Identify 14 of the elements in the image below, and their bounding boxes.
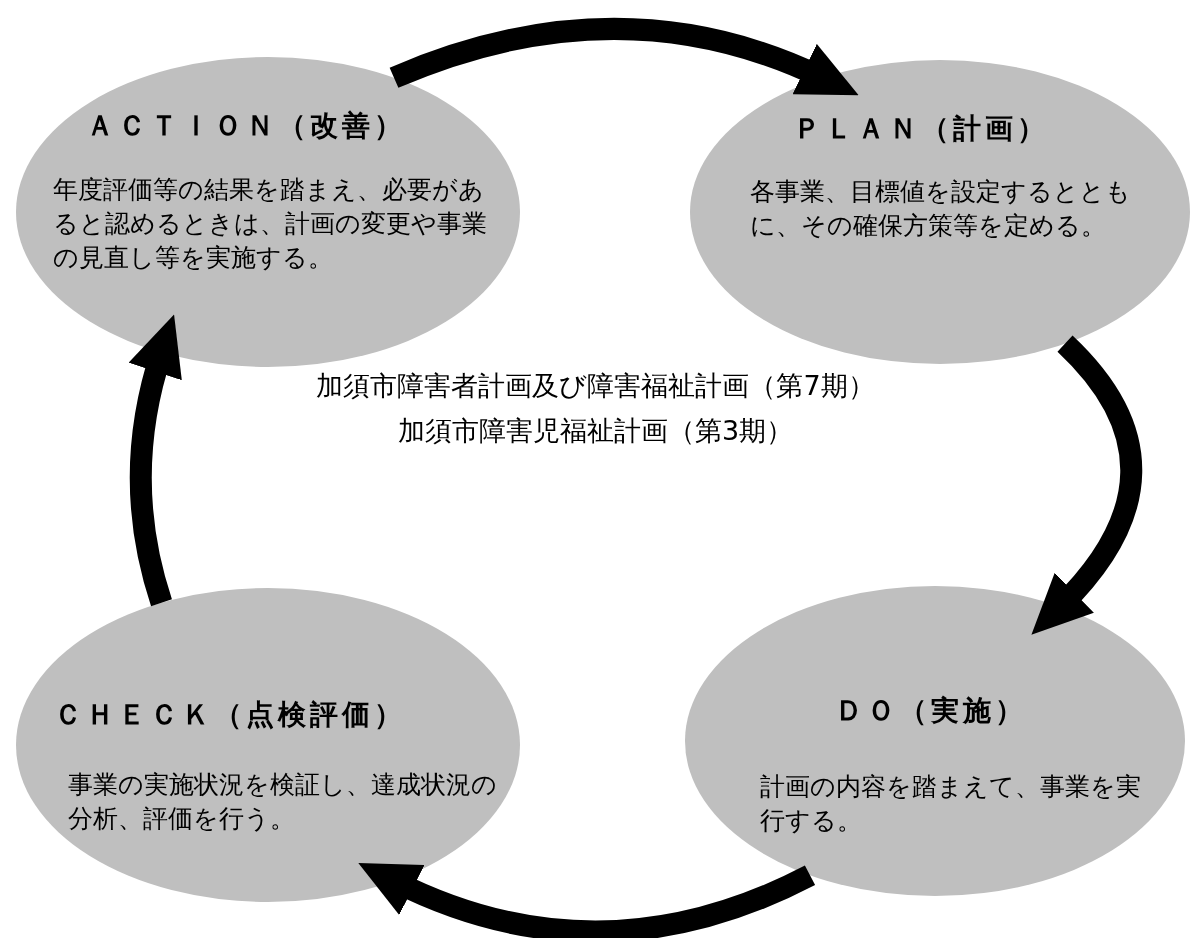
phase-description: 年度評価等の結果を踏まえ、必要があると認めるときは、計画の変更や事業の見直し等を実施する。 [53, 174, 488, 274]
phase-heading: ＣＨＥＣＫ（点検評価） [54, 698, 406, 732]
phase-heading: ＡＣＴＩＯＮ（改善） [86, 109, 406, 143]
phase-description: 計画の内容を踏まえて、事業を実行する。 [760, 771, 1142, 837]
plan-title-line: 加須市障害者計画及び障害福祉計画（第7期） [315, 369, 876, 403]
cycle-arrow [357, 863, 815, 938]
cycle-arrow [128, 314, 183, 606]
cycle-arrow [1032, 335, 1143, 636]
cycle-arrow [389, 17, 860, 96]
phase-heading: ＰＬＡＮ（計画） [793, 112, 1049, 146]
phase-description: 各事業、目標値を設定するとともに、その確保方策等を定める。 [750, 176, 1132, 242]
phase-heading: ＤＯ（実施） [835, 694, 1027, 728]
plan-title-line: 加須市障害児福祉計画（第3期） [396, 414, 795, 448]
phase-description: 事業の実施状況を検証し、達成状況の分析、評価を行う。 [68, 769, 498, 835]
